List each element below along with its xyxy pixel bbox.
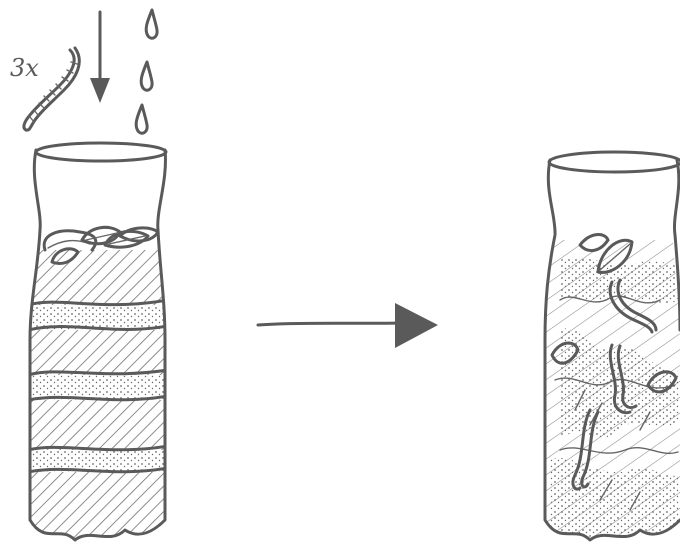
transition-arrow-icon: [258, 303, 438, 348]
down-arrow-icon: [90, 12, 110, 103]
worm-count-label: 3x: [10, 54, 39, 82]
soil-layer-2: [20, 330, 180, 375]
bottle-rim-left: [36, 143, 166, 161]
inputs-group: 3x: [10, 10, 157, 133]
layered-bottle: [20, 143, 180, 552]
mixed-bottle: [540, 152, 680, 553]
water-drops-icon: [136, 10, 157, 133]
sand-layer-2: [20, 375, 180, 400]
soil-layer-4: [20, 472, 180, 552]
soil-layers: [20, 250, 180, 552]
soil-layer-1: [20, 250, 180, 305]
bottle-rim-right: [549, 152, 680, 172]
soil-layer-3: [20, 400, 180, 450]
